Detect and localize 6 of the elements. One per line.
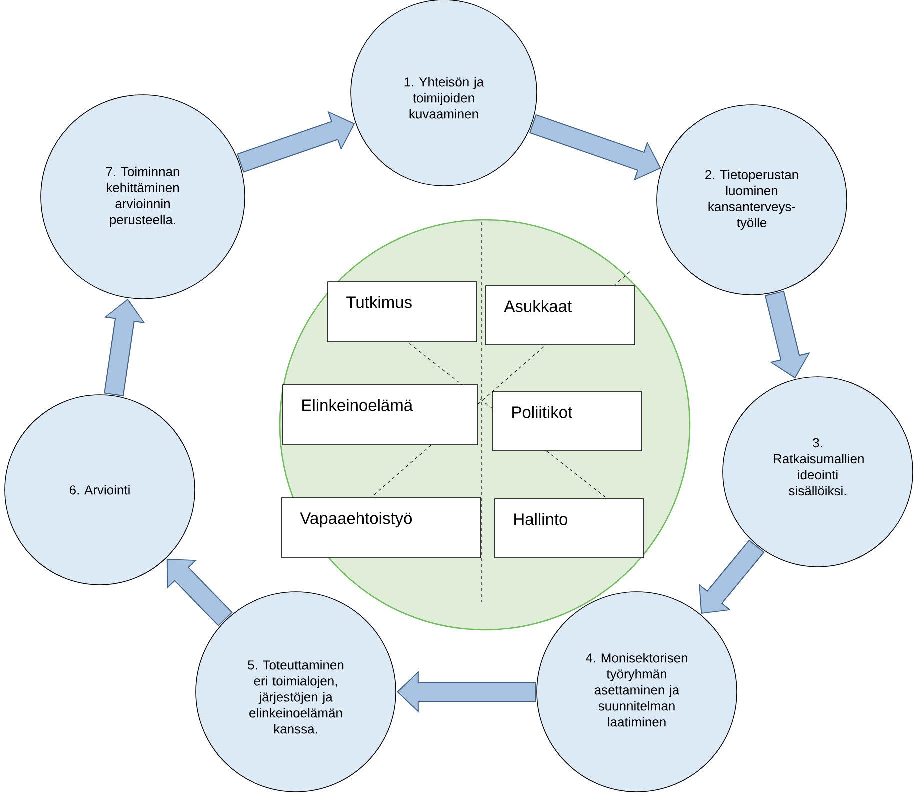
actor-box: Elinkeinoelämä xyxy=(282,384,478,446)
actor-box: Tutkimus xyxy=(328,282,478,342)
actor-box: Asukkaat xyxy=(486,286,636,346)
actor-box: Vapaaehtoistyö xyxy=(282,498,482,558)
actor-box: Poliitikot xyxy=(492,392,642,452)
actor-box: Hallinto xyxy=(494,498,644,558)
